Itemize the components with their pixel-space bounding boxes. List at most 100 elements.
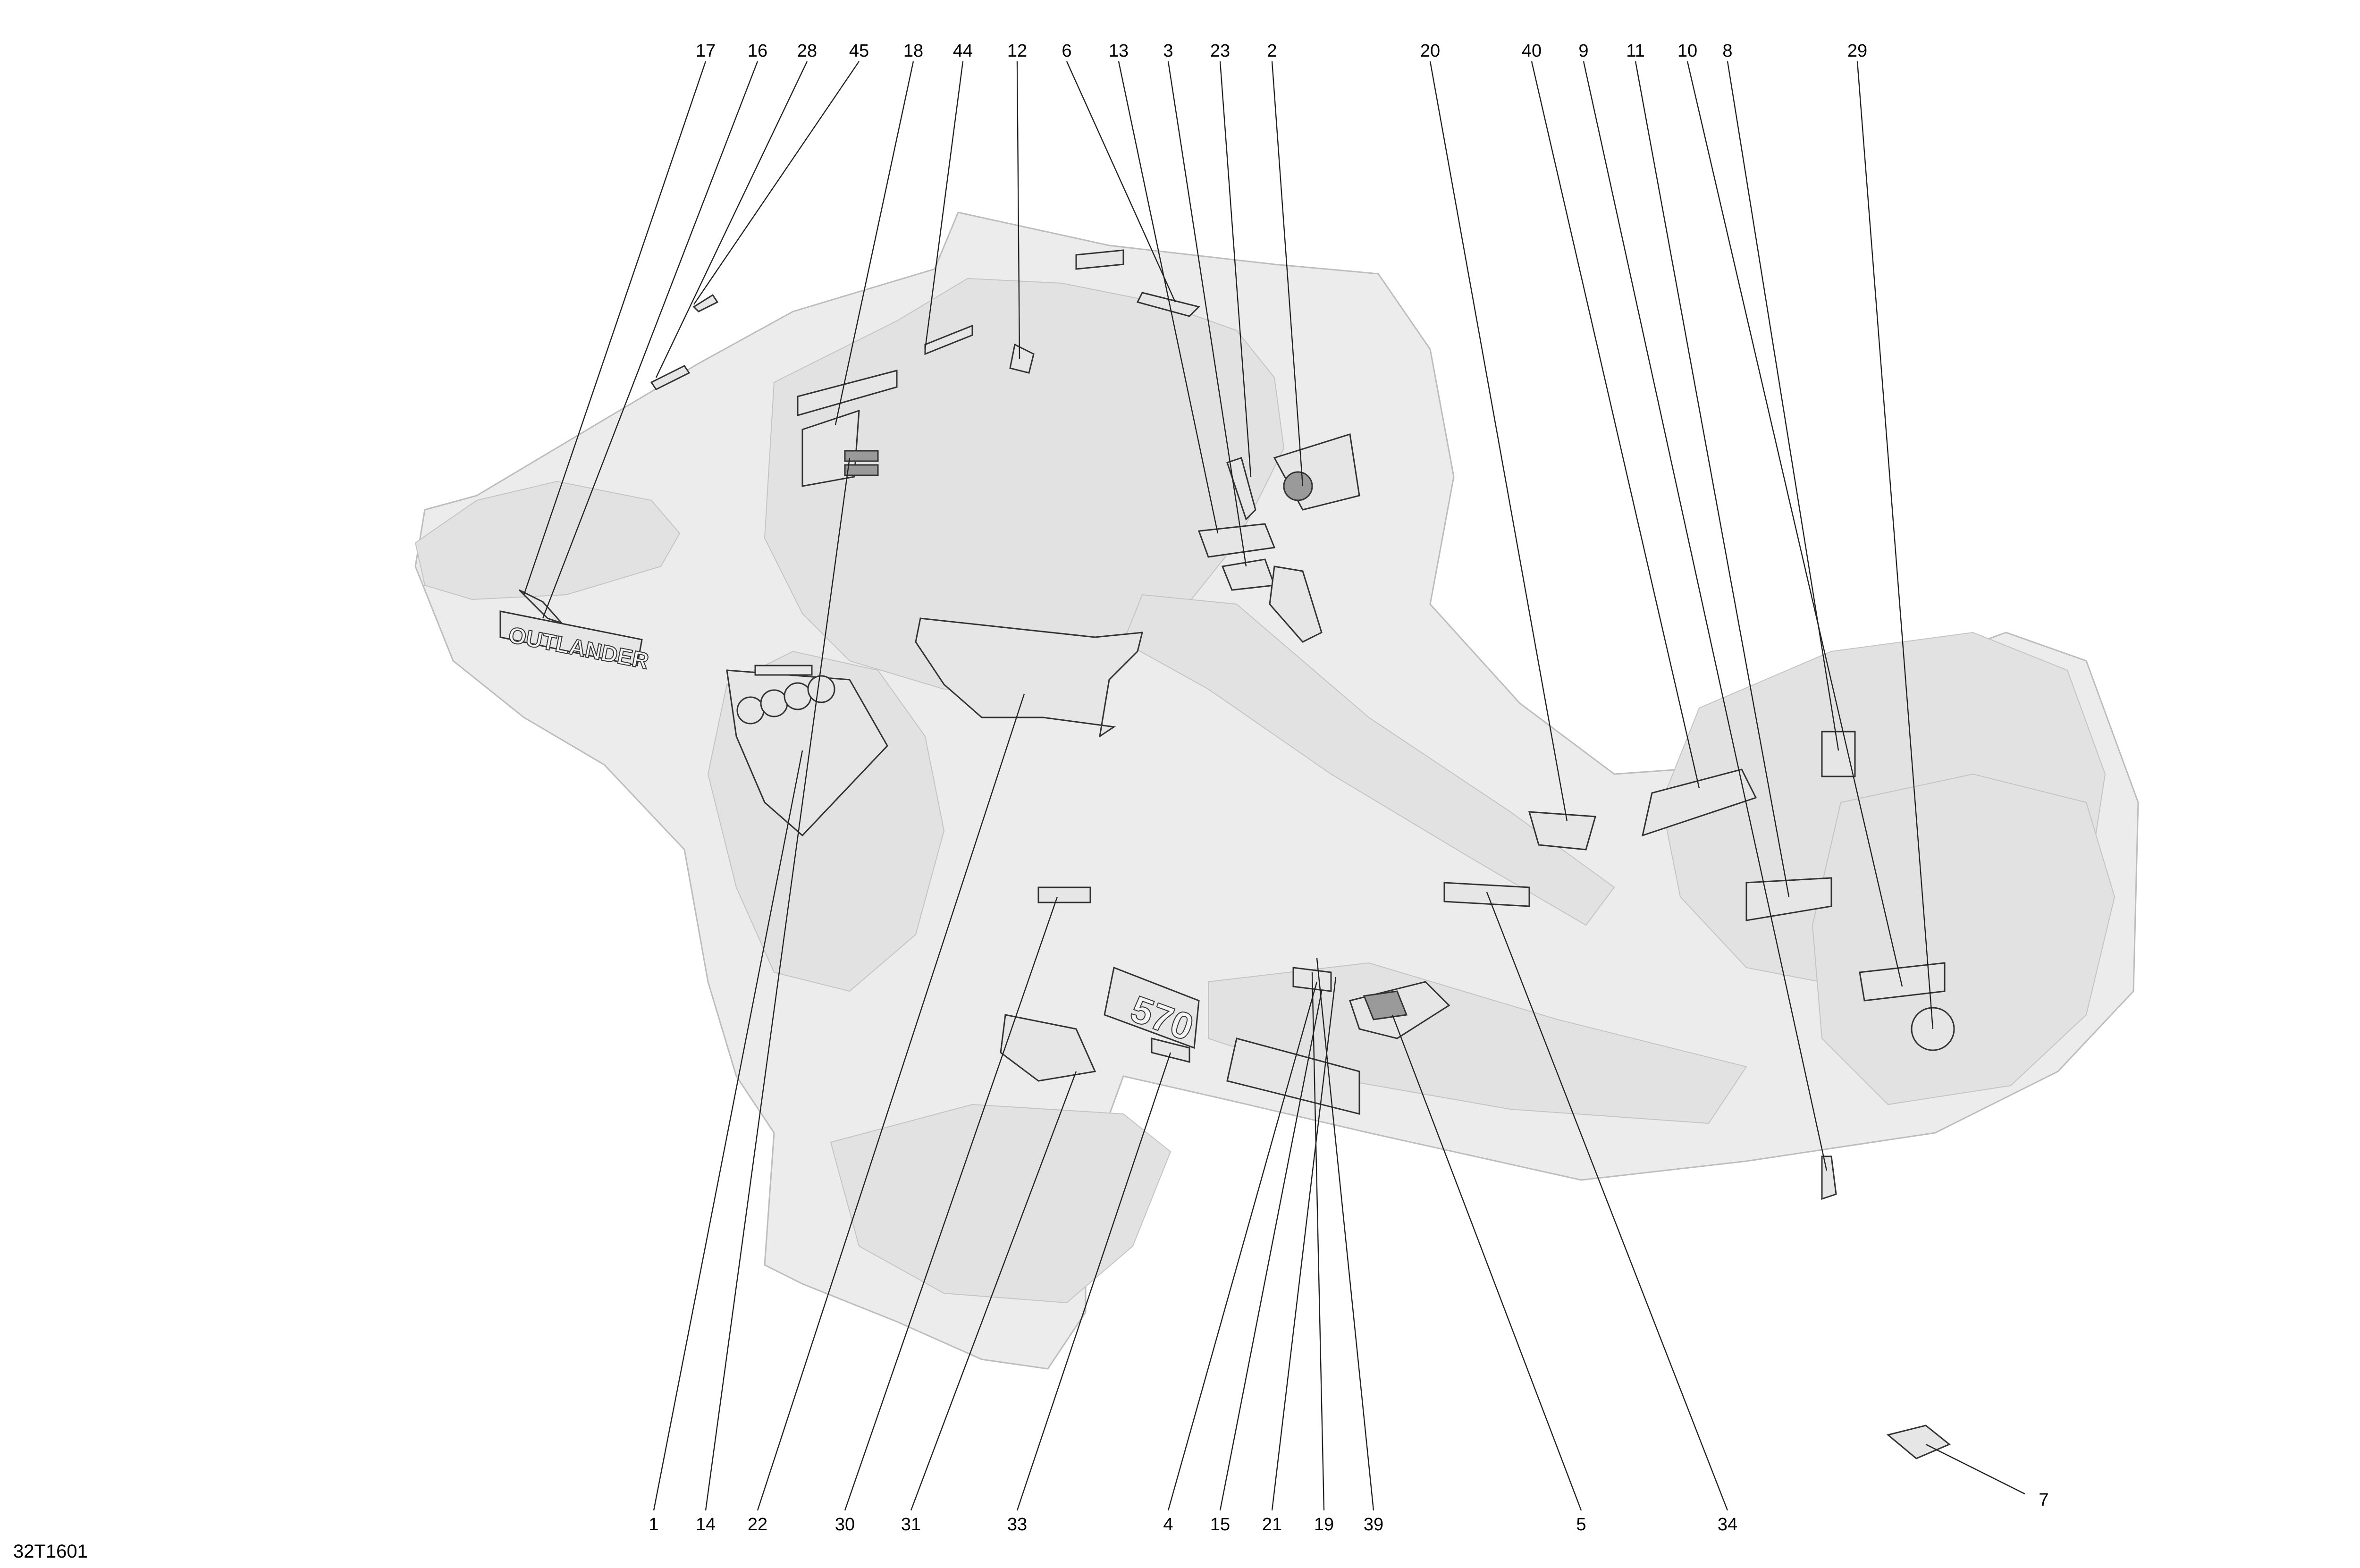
callout-21: 21 bbox=[1262, 1515, 1282, 1534]
callout-9: 9 bbox=[1578, 41, 1588, 61]
decal-rear-fender bbox=[1641, 768, 1757, 837]
decal-circle-2 bbox=[760, 689, 788, 717]
decal-outlander-panel bbox=[499, 610, 643, 666]
callout-12: 12 bbox=[1007, 41, 1027, 61]
callout-34: 34 bbox=[1718, 1515, 1737, 1534]
leader-9 bbox=[1583, 61, 1828, 1171]
callout-17: 17 bbox=[696, 41, 716, 61]
leader-2 bbox=[1271, 61, 1304, 487]
leader-14 bbox=[705, 457, 851, 1511]
callout-1: 1 bbox=[649, 1515, 658, 1534]
decal-fender-tab bbox=[518, 589, 564, 625]
decal-fender-tip bbox=[692, 294, 719, 312]
decal-tank-upper bbox=[797, 370, 898, 416]
decal-lower-stripe bbox=[1226, 1037, 1360, 1115]
callout-45: 45 bbox=[849, 41, 869, 61]
decal-circle-1 bbox=[736, 696, 765, 725]
decal-part-7 bbox=[1886, 1425, 1951, 1459]
decal-frame-tab bbox=[1528, 811, 1596, 851]
leader-7 bbox=[1925, 1443, 2025, 1495]
leader-21 bbox=[1271, 977, 1337, 1511]
leader-6 bbox=[1066, 61, 1176, 303]
leader-19 bbox=[1311, 972, 1325, 1511]
decal-circle-4 bbox=[807, 675, 835, 703]
atv-body-illustration bbox=[414, 211, 2139, 1370]
callout-44: 44 bbox=[953, 41, 973, 61]
decal-rear-label-1 bbox=[1745, 877, 1832, 921]
callout-40: 40 bbox=[1522, 41, 1542, 61]
callouts-top: 17 16 28 45 18 44 12 6 13 3 23 2 20 40 9… bbox=[696, 41, 1867, 61]
decal-fender-small bbox=[650, 365, 691, 390]
leader-13 bbox=[1118, 61, 1219, 534]
decal-steering-strip bbox=[1269, 565, 1323, 643]
decal-tank-stripe bbox=[924, 324, 973, 355]
leader-45 bbox=[693, 61, 860, 305]
callout-23: 23 bbox=[1210, 41, 1230, 61]
callout-2: 2 bbox=[1267, 41, 1277, 61]
leader-4 bbox=[1167, 981, 1318, 1511]
callout-16: 16 bbox=[748, 41, 767, 61]
callout-14: 14 bbox=[696, 1515, 716, 1534]
leader-39 bbox=[1316, 958, 1374, 1511]
leader-lines bbox=[523, 61, 2025, 1511]
callout-31: 31 bbox=[901, 1515, 921, 1534]
callout-30: 30 bbox=[835, 1515, 855, 1534]
leader-3 bbox=[1167, 61, 1247, 567]
decal-mid-badge bbox=[1037, 886, 1091, 903]
leader-12 bbox=[1016, 61, 1020, 359]
decal-tank-small-1 bbox=[844, 450, 879, 462]
decal-console-ring bbox=[1283, 471, 1313, 501]
callout-20: 20 bbox=[1420, 41, 1440, 61]
leader-15 bbox=[1219, 991, 1323, 1511]
callout-15: 15 bbox=[1210, 1515, 1230, 1534]
callout-19: 19 bbox=[1314, 1515, 1334, 1534]
decal-center-tab bbox=[1009, 343, 1035, 374]
callout-33: 33 bbox=[1007, 1515, 1027, 1534]
leader-8 bbox=[1727, 61, 1839, 751]
callout-8: 8 bbox=[1722, 41, 1732, 61]
callout-22: 22 bbox=[748, 1515, 767, 1534]
leader-10 bbox=[1686, 61, 1903, 987]
decal-top-curve bbox=[1136, 292, 1200, 317]
figure-id: 32T1601 bbox=[13, 1541, 88, 1562]
decal-top-strip bbox=[1075, 249, 1124, 270]
callout-18: 18 bbox=[903, 41, 923, 61]
decal-4x4-panel bbox=[1000, 1014, 1096, 1082]
leader-23 bbox=[1219, 61, 1252, 477]
callout-28: 28 bbox=[797, 41, 817, 61]
leader-33 bbox=[1016, 1052, 1172, 1511]
leader-31 bbox=[910, 1071, 1077, 1511]
decal-tank-small-2 bbox=[844, 464, 879, 476]
decal-parts: OUTLANDER 570 bbox=[499, 249, 1955, 1459]
decal-circle-3 bbox=[784, 682, 812, 710]
decal-side-panel bbox=[915, 617, 1143, 738]
decal-rack-plate bbox=[1821, 731, 1856, 777]
callout-4: 4 bbox=[1163, 1515, 1173, 1534]
leader-11 bbox=[1635, 61, 1790, 897]
callout-39: 39 bbox=[1364, 1515, 1383, 1534]
leader-17 bbox=[523, 61, 707, 595]
decal-rear-hook bbox=[1821, 1155, 1837, 1200]
decal-frame-strip bbox=[1443, 882, 1530, 907]
leader-20 bbox=[1429, 61, 1568, 822]
callout-13: 13 bbox=[1109, 41, 1129, 61]
leader-28 bbox=[655, 61, 808, 378]
leader-34 bbox=[1486, 892, 1728, 1511]
callout-10: 10 bbox=[1677, 41, 1697, 61]
callout-6: 6 bbox=[1062, 41, 1071, 61]
leader-40 bbox=[1531, 61, 1700, 789]
decal-console-strip bbox=[1226, 457, 1256, 521]
decal-570-panel bbox=[1104, 966, 1200, 1049]
leader-22 bbox=[757, 693, 1025, 1511]
leader-1 bbox=[653, 750, 803, 1511]
callout-7: 7 bbox=[2039, 1490, 2048, 1510]
leader-29 bbox=[1856, 61, 1934, 1029]
leader-16 bbox=[542, 61, 759, 619]
callouts-bottom: 1 14 22 30 31 33 4 15 21 19 39 5 34 7 bbox=[649, 1490, 2048, 1534]
callout-11: 11 bbox=[1626, 41, 1644, 61]
decal-rear-label-2 bbox=[1859, 962, 1946, 1002]
leader-5 bbox=[1391, 1014, 1582, 1511]
decal-warning-strip bbox=[754, 665, 813, 676]
decal-foot-dark bbox=[1363, 990, 1408, 1020]
